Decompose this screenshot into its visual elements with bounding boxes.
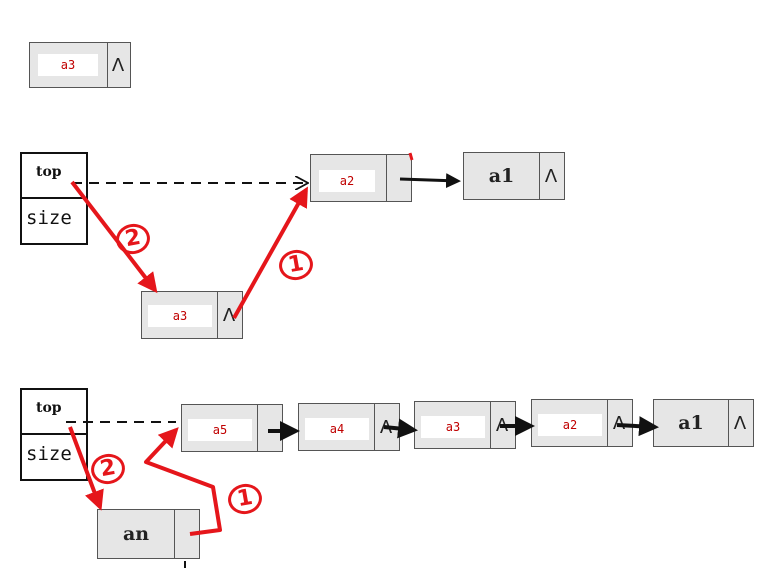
size-label: size	[26, 442, 72, 465]
node-data-field: a2	[311, 155, 387, 201]
stack-header-2: top size	[20, 388, 88, 481]
node-label: a3	[148, 305, 212, 327]
node-label: a4	[305, 418, 369, 440]
step-2-marker: 2	[113, 221, 153, 257]
node-d2-a3: a3 Λ	[414, 401, 516, 449]
null-pointer: Λ	[379, 416, 393, 438]
node-data-field: a3	[30, 43, 108, 87]
size-field: size	[22, 435, 86, 480]
null-pointer: Λ	[111, 54, 125, 76]
node-label: a2	[538, 414, 602, 436]
node-label: a5	[188, 419, 252, 441]
node-label: an	[122, 523, 150, 545]
node-d1-new-a3: a3 Λ	[141, 291, 243, 339]
node-label: a1	[488, 165, 515, 187]
step-2-marker: 2	[88, 451, 128, 487]
node-label: a3	[421, 416, 485, 438]
null-pointer: Λ	[612, 412, 626, 434]
node-d2-a2: a2 Λ	[531, 399, 633, 447]
node-data-field: a1	[654, 400, 729, 446]
node-label: a3	[38, 54, 98, 76]
pointer-field	[256, 405, 282, 451]
top-label: top	[36, 164, 62, 180]
null-pointer: Λ	[544, 165, 558, 187]
node-data-field: a5	[182, 405, 258, 451]
node-data-field: a4	[299, 404, 375, 450]
size-label: size	[26, 206, 72, 229]
null-pointer: Λ	[733, 412, 747, 434]
node-data-field: a2	[532, 400, 608, 446]
node-data-field: an	[98, 510, 175, 558]
node-label: a1	[678, 412, 704, 434]
step-1-marker: 1	[225, 481, 265, 517]
node-data-field: a3	[415, 402, 491, 448]
null-pointer: Λ	[495, 414, 509, 436]
node-label: a2	[319, 170, 375, 192]
node-lone-a3: a3 Λ	[29, 42, 131, 88]
node-d2-new-an: an	[97, 509, 200, 559]
node-d1-a2: a2	[310, 154, 412, 202]
pointer-field	[385, 155, 411, 201]
stack-header-1: top size	[20, 152, 88, 245]
node-d2-a1: a1 Λ	[653, 399, 754, 447]
pointer-field	[173, 510, 199, 558]
top-label: top	[36, 400, 62, 416]
top-field: top	[22, 390, 86, 435]
step-1-marker: 1	[276, 247, 316, 283]
node-data-field: a3	[142, 292, 218, 338]
node-d2-a4: a4 Λ	[298, 403, 400, 451]
node-data-field: a1	[464, 153, 540, 199]
node-d1-a1: a1 Λ	[463, 152, 565, 200]
node-d2-a5: a5	[181, 404, 283, 452]
top-field: top	[22, 154, 86, 199]
null-pointer: Λ	[222, 304, 236, 326]
size-field: size	[22, 199, 86, 244]
